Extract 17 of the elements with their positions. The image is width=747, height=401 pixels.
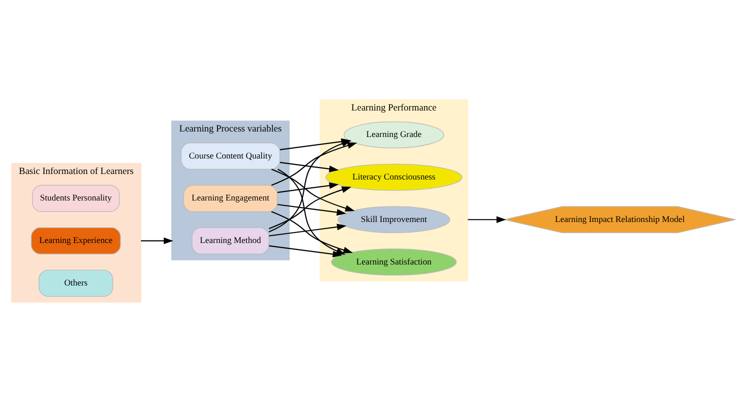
arrow xyxy=(271,168,355,211)
arrow xyxy=(268,223,346,236)
node-box: Students Personality xyxy=(32,184,120,212)
node-box: Course Content Quality xyxy=(180,142,280,170)
node-box: Others xyxy=(38,269,114,296)
arrow xyxy=(277,203,346,216)
arrow xyxy=(271,142,358,186)
node-box: Learning Experience xyxy=(30,226,121,254)
arrow xyxy=(468,216,506,222)
arrow xyxy=(271,210,353,253)
arrow xyxy=(268,186,352,229)
node-box: Learning Method xyxy=(192,226,270,254)
arrow xyxy=(140,237,174,244)
arrow xyxy=(278,168,346,254)
arrow xyxy=(280,161,339,172)
arrow xyxy=(277,182,339,192)
node-box: Learning Engagement xyxy=(183,184,278,212)
